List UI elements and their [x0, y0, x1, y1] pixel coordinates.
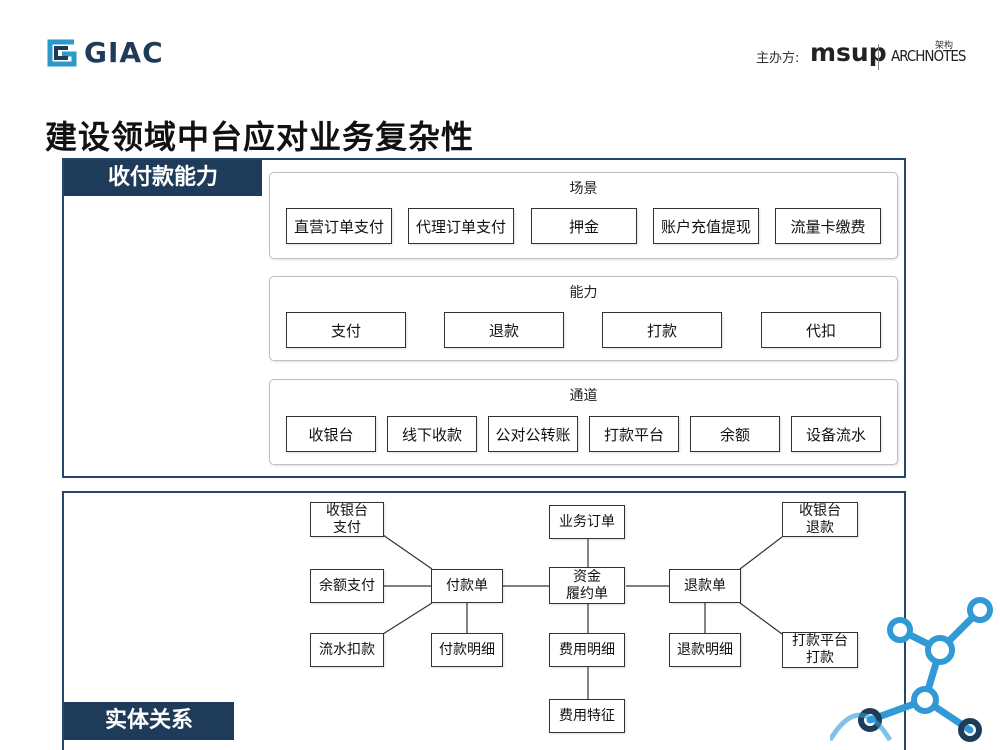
- channel-item: 打款平台: [589, 416, 679, 452]
- node-refund-detail: 退款明细: [669, 633, 741, 667]
- node-fee-feature: 费用特征: [549, 699, 625, 733]
- node-payment-detail: 付款明细: [431, 633, 503, 667]
- group-scenario-title: 场景: [569, 181, 598, 197]
- node-balance-pay: 余额支付: [310, 569, 384, 603]
- group-channel-title: 通道: [569, 388, 598, 404]
- archnotes-top-label: 架构: [935, 41, 954, 51]
- channel-item: 余额: [690, 416, 780, 452]
- link-cashier-refund: [739, 536, 783, 570]
- capability-item: 支付: [286, 312, 406, 348]
- msup-logo: msup: [810, 38, 887, 67]
- channel-item: 公对公转账: [488, 416, 578, 452]
- group-capability-title: 能力: [569, 285, 598, 301]
- link-flow-deduct: [382, 602, 433, 635]
- sponsor-divider: [878, 44, 879, 70]
- entity-relation-tab: 实体关系: [64, 702, 234, 740]
- capability-item: 代扣: [761, 312, 881, 348]
- channel-item: 设备流水: [791, 416, 881, 452]
- logo-text: GIAC: [84, 36, 164, 69]
- archnotes-logo: ARCHNOTES: [891, 47, 966, 65]
- page-title: 建设领域中台应对业务复杂性: [45, 118, 475, 156]
- scenario-item: 流量卡缴费: [775, 208, 881, 244]
- molecule-decoration-icon: [830, 597, 993, 742]
- node-transfer-platform: 打款平台 打款: [782, 632, 858, 668]
- node-cashier-refund: 收银台 退款: [782, 502, 858, 537]
- payment-capability-tab: 收付款能力: [64, 160, 262, 196]
- scenario-item: 直营订单支付: [286, 208, 392, 244]
- node-refund-order: 退款单: [669, 569, 741, 603]
- scenario-item: 代理订单支付: [408, 208, 514, 244]
- channel-item: 线下收款: [387, 416, 477, 452]
- capability-item: 打款: [602, 312, 722, 348]
- scenario-item: 账户充值提现: [653, 208, 759, 244]
- link-transfer-platform: [739, 602, 783, 635]
- node-business-order: 业务订单: [549, 505, 625, 539]
- node-fee-detail: 费用明细: [549, 633, 625, 667]
- giac-logo-icon: [47, 39, 77, 67]
- node-payment-order: 付款单: [431, 569, 503, 603]
- node-cashier-pay: 收银台 支付: [310, 502, 384, 537]
- capability-item: 退款: [444, 312, 564, 348]
- sponsor-label: 主办方:: [756, 51, 800, 66]
- channel-item: 收银台: [286, 416, 376, 452]
- scenario-item: 押金: [531, 208, 637, 244]
- link-cashier-pay: [382, 534, 433, 570]
- node-flow-deduct: 流水扣款: [310, 633, 384, 667]
- node-fund-fulfillment: 资金 履约单: [549, 567, 625, 604]
